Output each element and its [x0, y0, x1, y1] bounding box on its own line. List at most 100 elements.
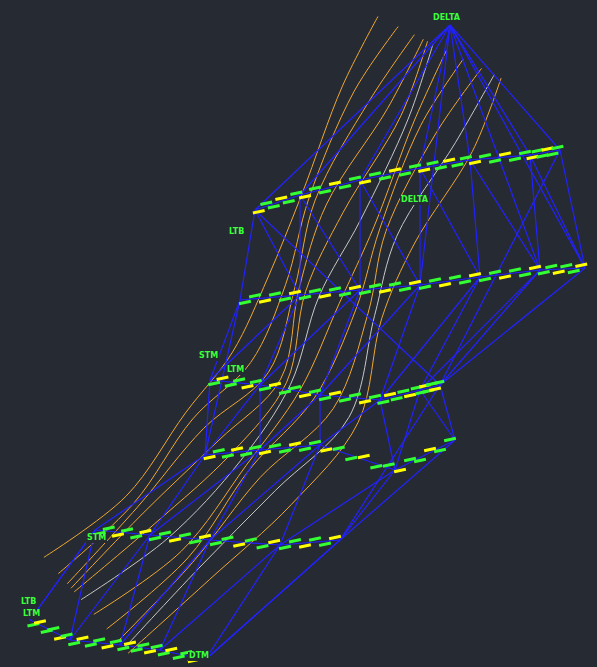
station-mark	[469, 160, 481, 165]
contour-line	[44, 16, 378, 557]
tin-edge	[450, 25, 540, 270]
station-mark	[309, 440, 321, 445]
station-mark	[269, 382, 281, 387]
tin-edge	[160, 545, 280, 650]
station-mark	[414, 458, 426, 463]
station-mark	[560, 263, 572, 268]
contour-line	[67, 35, 414, 584]
station-mark	[245, 537, 257, 542]
station-mark	[68, 641, 80, 646]
station-mark	[319, 293, 331, 298]
station-mark	[290, 191, 302, 196]
station-mark	[339, 292, 351, 297]
tin-edge	[210, 445, 320, 540]
station-mark	[499, 274, 511, 279]
tin-edge	[420, 25, 450, 168]
station-mark	[397, 388, 409, 393]
point-code-label: STM	[198, 352, 219, 361]
station-mark	[319, 396, 331, 401]
station-mark	[169, 537, 181, 542]
station-mark	[110, 639, 122, 644]
station-mark	[299, 194, 311, 199]
tin-edge	[300, 195, 360, 290]
station-mark	[377, 399, 389, 404]
station-mark	[538, 270, 550, 275]
tin-edge	[320, 445, 395, 470]
station-mark	[444, 437, 456, 442]
station-mark	[509, 267, 521, 272]
tin-edge	[420, 25, 450, 285]
station-mark	[359, 179, 371, 184]
station-mark	[279, 448, 291, 453]
station-mark	[379, 175, 391, 180]
tin-edge	[240, 210, 255, 300]
station-mark	[112, 532, 124, 537]
station-mark	[210, 541, 222, 546]
tin-edge	[360, 25, 450, 180]
station-mark	[319, 542, 331, 547]
station-mark	[443, 158, 455, 163]
station-mark	[149, 536, 161, 541]
station-mark	[222, 453, 234, 458]
tin-edge	[420, 390, 455, 440]
tin-edge	[205, 300, 240, 455]
station-mark	[233, 377, 245, 382]
tin-edge	[150, 455, 205, 535]
station-mark	[429, 387, 441, 392]
station-mark	[418, 168, 430, 173]
station-mark	[259, 298, 271, 303]
station-mark	[150, 644, 162, 649]
station-mark	[221, 536, 233, 541]
station-mark	[137, 642, 149, 647]
station-mark	[409, 163, 421, 168]
tin-edge	[255, 25, 450, 210]
tin-edge	[450, 25, 560, 150]
station-mark	[384, 392, 396, 397]
station-mark	[101, 644, 113, 649]
station-mark	[279, 389, 291, 394]
station-mark	[250, 379, 262, 384]
station-mark	[241, 384, 253, 389]
station-mark	[34, 619, 46, 624]
station-mark	[546, 152, 558, 157]
tin-edge	[320, 285, 420, 395]
station-mark	[269, 291, 281, 296]
station-mark	[299, 393, 311, 398]
station-mark	[76, 636, 88, 641]
station-mark	[216, 376, 228, 381]
contour-lines	[44, 16, 501, 653]
contour-line	[107, 59, 464, 629]
tin-edge	[320, 290, 360, 395]
tin-edge	[320, 400, 380, 445]
station-mark	[435, 165, 447, 170]
station-mark	[339, 184, 351, 189]
tin-edge	[205, 545, 280, 660]
tin-edge	[340, 470, 395, 540]
station-mark	[349, 285, 361, 290]
station-mark	[213, 448, 225, 453]
station-mark	[130, 647, 142, 652]
station-mark	[329, 535, 341, 540]
station-mark	[275, 196, 287, 201]
station-mark	[390, 396, 402, 401]
station-mark	[359, 290, 371, 295]
station-mark	[349, 392, 361, 397]
station-mark	[509, 157, 521, 162]
tin-edge	[359, 180, 360, 290]
station-mark	[309, 186, 321, 191]
tin-edge	[319, 395, 320, 445]
tin-edge	[205, 540, 340, 660]
station-mark	[268, 204, 280, 209]
station-mark	[434, 448, 446, 453]
station-mark	[299, 543, 311, 548]
tin-edge	[95, 455, 205, 530]
station-mark	[289, 385, 301, 390]
tin-edge	[360, 168, 420, 180]
station-mark	[60, 633, 72, 638]
tin-edge	[259, 385, 260, 450]
tin-edge	[210, 295, 300, 380]
station-mark	[289, 441, 301, 446]
point-code-label: LTB	[20, 598, 37, 607]
station-mark	[568, 269, 580, 274]
